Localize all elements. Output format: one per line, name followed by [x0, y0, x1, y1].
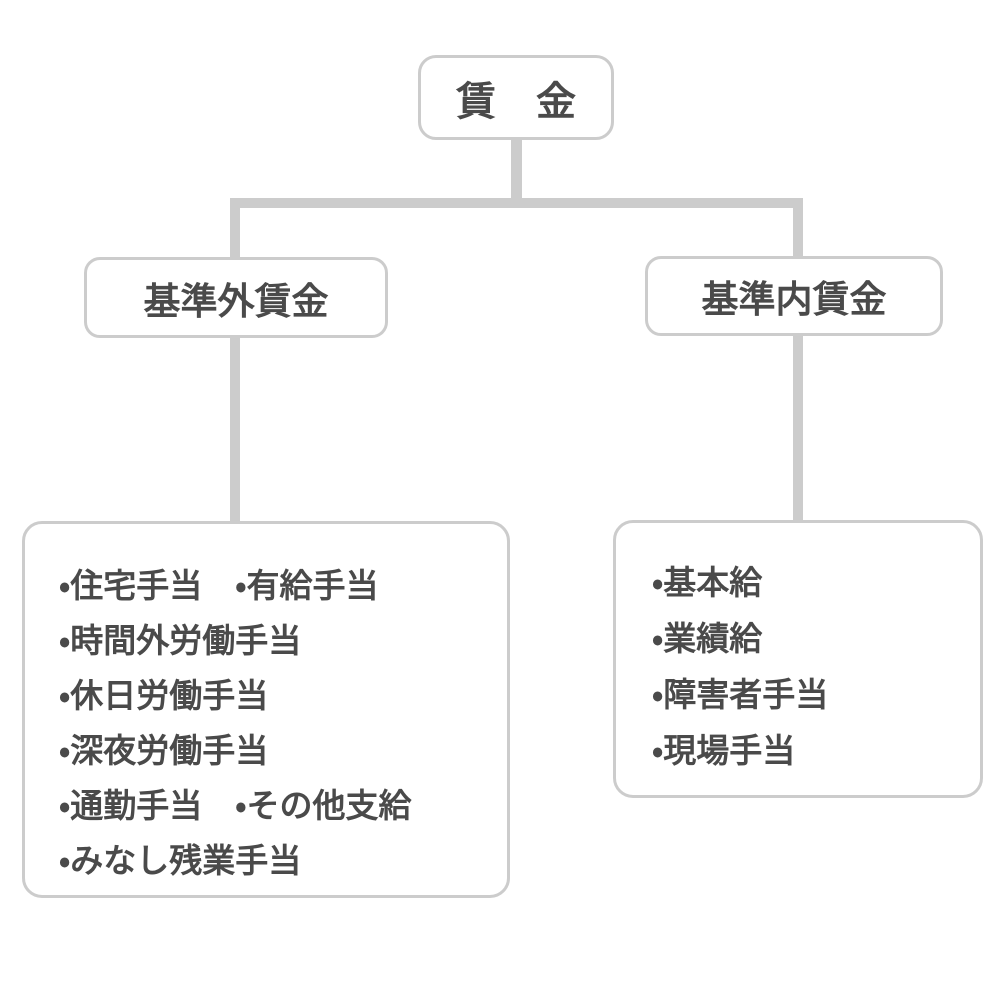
list-item: ・みなし残業手当 [59, 842, 302, 879]
list-item: ・業績給 [652, 620, 763, 657]
node-wage: 賃 金 [418, 55, 614, 140]
connector-root-vertical [511, 138, 522, 208]
list-item: ・基本給 [652, 564, 763, 601]
list-item: ・深夜労働手当 [59, 732, 269, 769]
list-item: ・現場手当 [652, 732, 796, 769]
connector-left-branch-to-leaf [230, 336, 240, 524]
list-item: ・通勤手当 ・その他支給 [59, 787, 412, 824]
list-item: ・時間外労働手当 [59, 622, 302, 659]
list-non-standard-wage-items: ・住宅手当 ・有給手当 ・時間外労働手当 ・休日労働手当 ・深夜労働手当 ・通勤… [22, 521, 510, 898]
list-standard-wage-items: ・基本給 ・業績給 ・障害者手当 ・現場手当 [613, 520, 983, 798]
list-item: ・住宅手当 ・有給手当 [59, 567, 379, 604]
connector-horizontal [230, 198, 803, 208]
list-item: ・障害者手当 [652, 676, 829, 713]
node-standard-wage: 基準内賃金 [645, 256, 943, 336]
node-non-standard-wage-label: 基準外賃金 [143, 280, 329, 322]
node-standard-wage-label: 基準内賃金 [701, 279, 887, 320]
connector-left-drop [230, 200, 240, 260]
node-wage-label: 賃 金 [456, 79, 576, 124]
connector-right-branch-to-leaf [793, 333, 803, 523]
node-non-standard-wage: 基準外賃金 [84, 257, 388, 338]
connector-right-drop [793, 200, 803, 259]
list-item: ・休日労働手当 [59, 677, 269, 714]
